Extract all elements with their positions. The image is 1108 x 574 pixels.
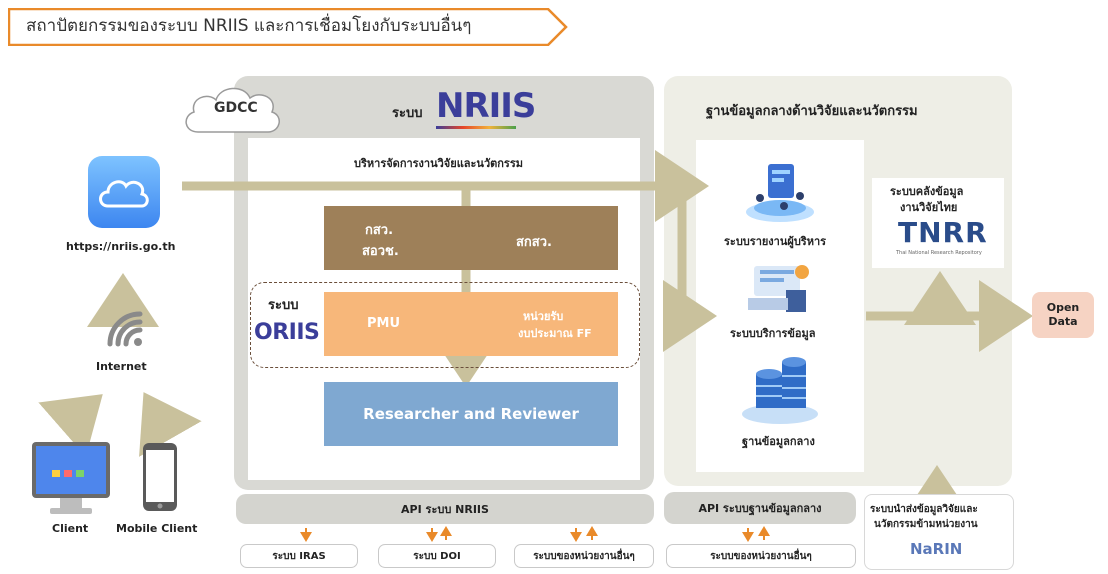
other-agency-system-pill: ระบบของหน่วยงานอื่นๆ [514, 544, 654, 568]
archive-label-line2: งานวิจัยไทย [900, 201, 958, 214]
brown-left-line2: สอวช. [362, 244, 399, 259]
gdcc-cloud-icon [185, 87, 280, 133]
open-data-box: Open Data [1032, 292, 1094, 338]
narin-logo: NaRIN [910, 540, 963, 558]
cloud-app-icon [88, 156, 160, 228]
desktop-client-icon [32, 442, 110, 514]
internet-label: Internet [96, 360, 147, 373]
oriis-group [250, 282, 640, 368]
gdcc-label: GDCC [214, 100, 258, 116]
api-central-bar: API ระบบฐานข้อมูลกลาง [664, 492, 856, 524]
pmu-label: PMU [367, 316, 401, 331]
title-banner [8, 8, 568, 46]
mobile-client-icon [143, 443, 177, 511]
page-title: สถาปัตยกรรมของระบบ NRIIS และการเชื่อมโยง… [26, 16, 472, 36]
central-other-agency-pill: ระบบของหน่วยงานอื่นๆ [666, 544, 856, 568]
open-data-line2: Data [1048, 315, 1078, 328]
data-service-icon [748, 265, 809, 312]
researcher-reviewer-box: Researcher and Reviewer [324, 382, 618, 446]
brown-left-line1: กสว. [365, 223, 394, 238]
mobile-up-connector [139, 392, 202, 457]
funding-unit-line2: งบประมาณ FF [518, 327, 592, 340]
tnrr-subtitle: Thai National Research Repository [896, 250, 982, 256]
archive-label-line1: ระบบคลังข้อมูล [890, 185, 964, 198]
tnrr-logo: TNRR [898, 216, 988, 249]
api-nriis-bar: API ระบบ NRIIS [236, 494, 654, 524]
narin-box [864, 494, 1014, 570]
data-service-connector [663, 186, 717, 352]
open-data-line1: Open [1046, 300, 1080, 314]
data-service-label: ระบบบริการข้อมูล [730, 327, 816, 340]
central-db-label: ฐานข้อมูลกลาง [742, 435, 815, 448]
nriis-url: https://nriis.go.th [66, 240, 176, 253]
central-db-title: ฐานข้อมูลกลางด้านวิจัยและนวัตกรรม [706, 104, 918, 119]
narin-line2: นวัตกรรมข้ามหน่วยงาน [874, 519, 978, 530]
mobile-client-label: Mobile Client [116, 522, 198, 535]
nriis-title-prefix: ระบบ [392, 106, 423, 121]
nriis-logo: NRIIS [436, 86, 536, 126]
iras-system-pill: ระบบ IRAS [240, 544, 358, 568]
executive-report-icon [746, 164, 814, 222]
narin-line1: ระบบนำส่งข้อมูลวิจัยและ [870, 504, 978, 515]
oriis-prefix: ระบบ [268, 298, 299, 313]
wifi-icon [107, 311, 143, 347]
tnrr-card [872, 178, 1004, 268]
policy-agencies-box [324, 206, 618, 270]
executive-report-label: ระบบรายงานผู้บริหาร [724, 235, 827, 248]
funding-unit-line1: หน่วยรับ [523, 310, 564, 323]
oriis-logo: ORIIS [254, 320, 320, 345]
pmu-box [324, 292, 618, 356]
nriis-logo-underline [436, 126, 516, 129]
nriis-subtitle: บริหารจัดการงานวิจัยและนวัตกรรม [354, 157, 524, 170]
client-up-connector [38, 394, 103, 457]
database-icon [742, 357, 818, 424]
doi-system-pill: ระบบ DOI [378, 544, 496, 568]
brown-right-label: สกสว. [516, 235, 552, 250]
client-label: Client [52, 522, 89, 535]
